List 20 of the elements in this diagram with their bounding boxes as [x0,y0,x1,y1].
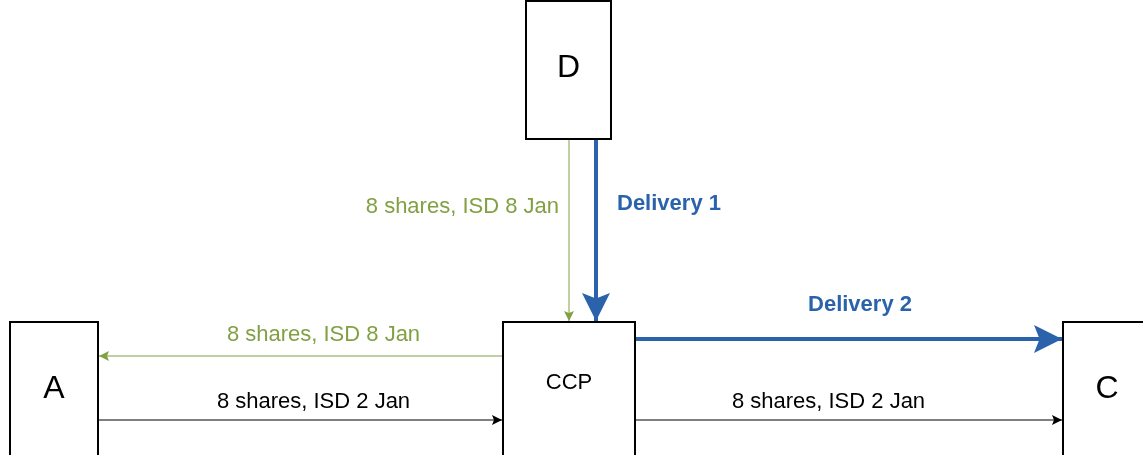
arrow [582,140,610,321]
process-box [502,321,636,455]
node-label: D [556,50,581,82]
arrow [636,325,1062,353]
arrow [98,351,503,361]
edge-label: 8 shares, ISD 2 Jan [730,387,927,415]
edge-label: Delivery 2 [807,290,913,318]
edge-label: 8 shares, ISD 2 Jan [215,387,412,415]
arrow [98,415,503,425]
node-label: C [1095,371,1119,403]
edge-label: 8 shares, ISD 8 Jan [364,192,559,220]
arrow [635,415,1063,425]
process-box [9,321,99,455]
process-box [1062,321,1143,455]
arrow [564,139,574,322]
edge-label: Delivery 1 [617,189,722,217]
process-box [525,0,612,140]
edge-label: 8 shares, ISD 8 Jan [225,320,422,348]
node-label: CCP [545,371,593,393]
node-label: A [43,371,65,403]
